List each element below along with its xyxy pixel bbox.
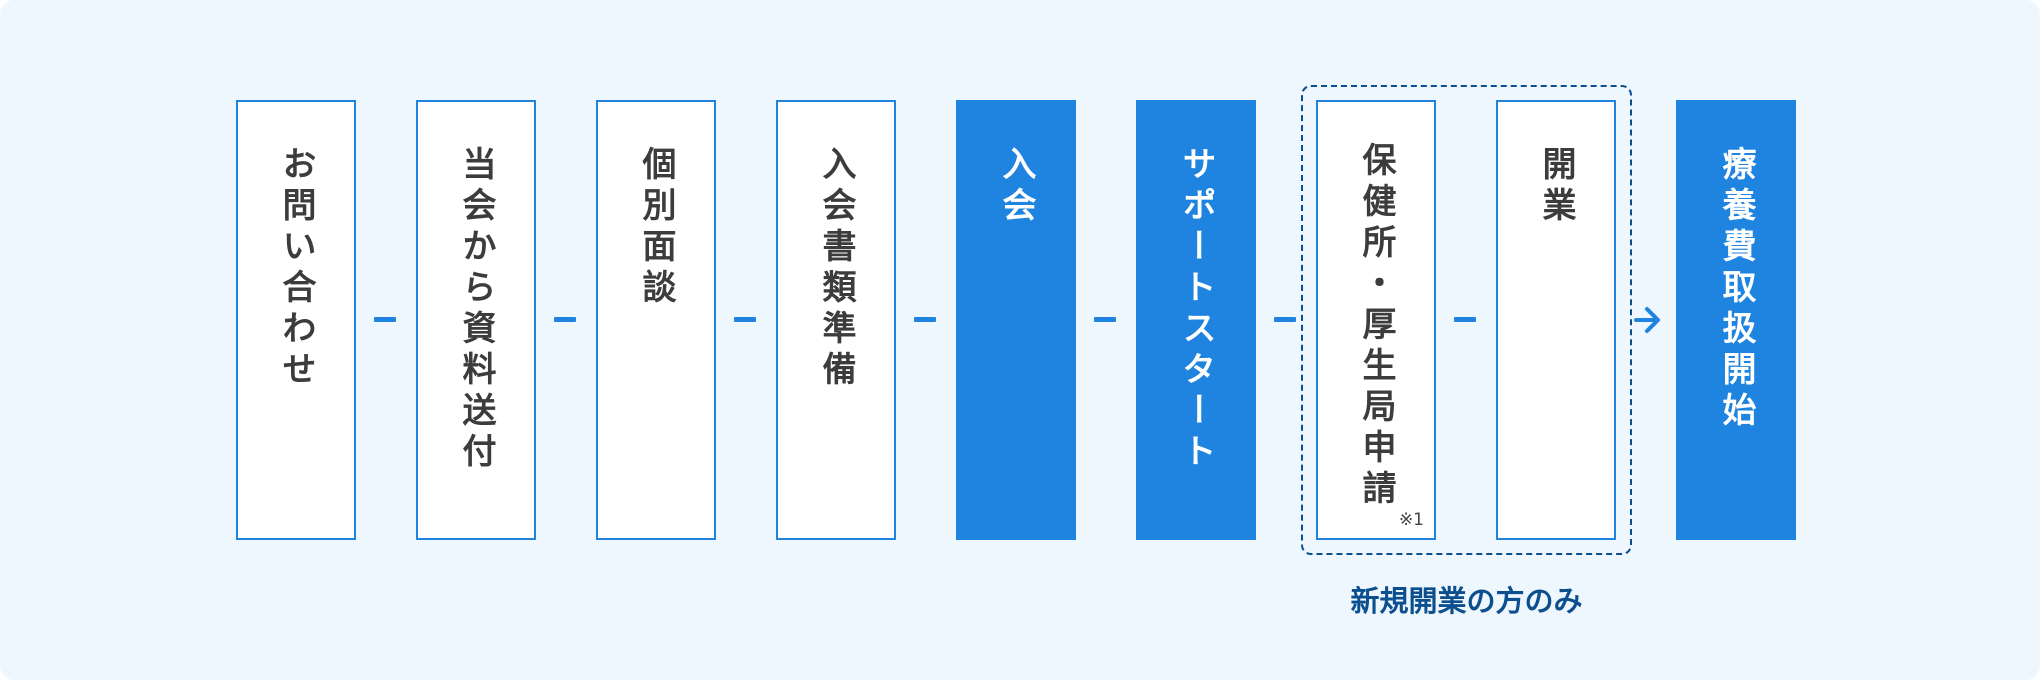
footnote-mark: ※1: [1398, 510, 1424, 530]
step-opening: 開業: [1496, 100, 1616, 540]
step-interview: 個別面談: [596, 100, 716, 540]
step-application-docs: 入会書類準備: [776, 100, 896, 540]
step-join: 入会: [956, 100, 1076, 540]
step-label: 保健所・厚生局申請: [1356, 142, 1396, 511]
step-label: 入会: [996, 146, 1036, 228]
arrow-right-icon: [1634, 307, 1660, 333]
step-health-office-application: 保健所・厚生局申請 ※1: [1316, 100, 1436, 540]
dash-connector: [1094, 317, 1116, 322]
step-materials-sent: 当会から資料送付: [416, 100, 536, 540]
dash-connector: [1274, 317, 1296, 322]
dash-connector: [554, 317, 576, 322]
step-treatment-fee-start: 療養費取扱開始: [1676, 100, 1796, 540]
dash-connector: [734, 317, 756, 322]
step-inquiry: お問い合わせ: [236, 100, 356, 540]
step-label: 個別面談: [636, 146, 676, 310]
step-label: お問い合わせ: [276, 146, 316, 392]
step-label: 開業: [1536, 146, 1576, 228]
dash-connector: [1454, 317, 1476, 322]
dash-connector: [914, 317, 936, 322]
group-caption: 新規開業の方のみ: [1350, 584, 1583, 618]
step-support-start: サポートスタート: [1136, 100, 1256, 540]
step-label: 入会書類準備: [816, 146, 856, 392]
step-label: 当会から資料送付: [456, 146, 496, 474]
dash-connector: [374, 317, 396, 322]
step-label: サポートスタート: [1176, 146, 1216, 474]
new-opening-group-frame: [1301, 85, 1632, 555]
step-label: 療養費取扱開始: [1716, 146, 1756, 433]
